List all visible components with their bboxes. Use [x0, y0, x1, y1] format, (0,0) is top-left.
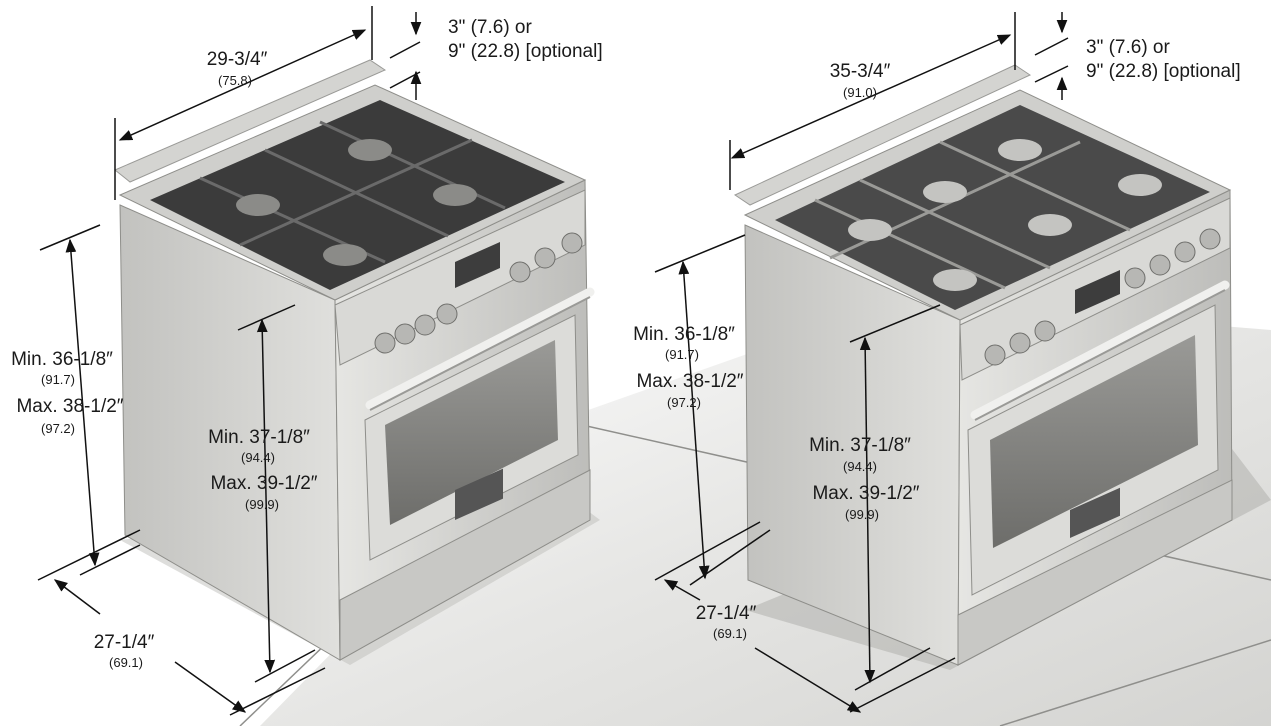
- width-inches: 35-3/4″: [829, 61, 891, 82]
- width-cm: (91.0): [843, 85, 877, 100]
- front-height-max: Max. 39-1/2″: [210, 473, 318, 494]
- backguard-line2: 9" (22.8) [optional]: [448, 41, 603, 62]
- side-height-max-cm: (97.2): [667, 395, 701, 410]
- side-height-max: Max. 38-1/2″: [636, 371, 744, 392]
- backguard-line1: 3" (7.6) or: [1086, 37, 1170, 58]
- front-height-min-cm: (94.4): [843, 459, 877, 474]
- side-height-min-cm: (91.7): [41, 372, 75, 387]
- depth-inches: 27-1/4″: [695, 603, 757, 624]
- front-height-min: Min. 37-1/8″: [208, 427, 310, 448]
- width-inches: 29-3/4″: [206, 49, 268, 70]
- range-36-illustration: [733, 64, 1271, 670]
- backguard-line2: 9" (22.8) [optional]: [1086, 61, 1241, 82]
- backguard-line1: 3" (7.6) or: [448, 17, 532, 38]
- dimension-lines: [37, 6, 1069, 716]
- depth-cm: (69.1): [109, 655, 143, 670]
- width-cm: (75.8): [218, 73, 252, 88]
- front-height-min-cm: (94.4): [241, 450, 275, 465]
- front-height-max-cm: (99.9): [845, 507, 879, 522]
- side-height-max-cm: (97.2): [41, 421, 75, 436]
- side-height-min: Min. 36-1/8″: [633, 324, 735, 345]
- front-height-max-cm: (99.9): [245, 497, 279, 512]
- front-height-min: Min. 37-1/8″: [809, 435, 911, 456]
- depth-cm: (69.1): [713, 626, 747, 641]
- front-height-max: Max. 39-1/2″: [812, 483, 920, 504]
- side-height-min: Min. 36-1/8″: [11, 349, 113, 370]
- range-30-illustration: [114, 59, 600, 665]
- side-height-max: Max. 38-1/2″: [16, 396, 124, 417]
- side-height-min-cm: (91.7): [665, 347, 699, 362]
- depth-inches: 27-1/4″: [93, 632, 155, 653]
